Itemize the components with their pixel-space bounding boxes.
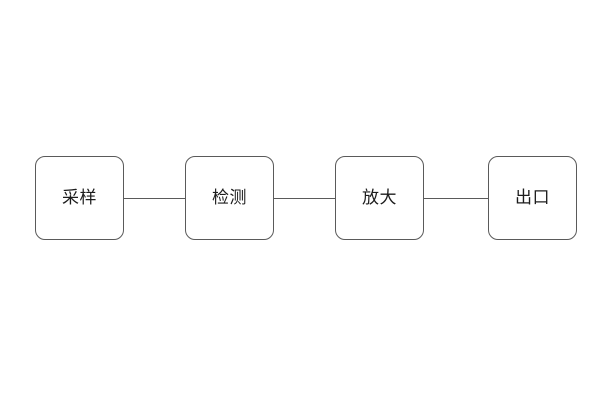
flow-node-detection[interactable]: 检测 — [185, 156, 274, 240]
flow-node-label: 出口 — [515, 187, 550, 208]
connector-detection-to-amplification — [274, 198, 335, 199]
flow-node-label: 放大 — [362, 187, 397, 208]
flow-node-outlet[interactable]: 出口 — [488, 156, 577, 240]
connector-amplification-to-outlet — [424, 198, 488, 199]
flow-node-amplification[interactable]: 放大 — [335, 156, 424, 240]
connector-sampling-to-detection — [124, 198, 185, 199]
flow-node-label: 检测 — [212, 187, 247, 208]
flow-node-sampling[interactable]: 采样 — [35, 156, 124, 240]
flow-node-label: 采样 — [62, 187, 97, 208]
